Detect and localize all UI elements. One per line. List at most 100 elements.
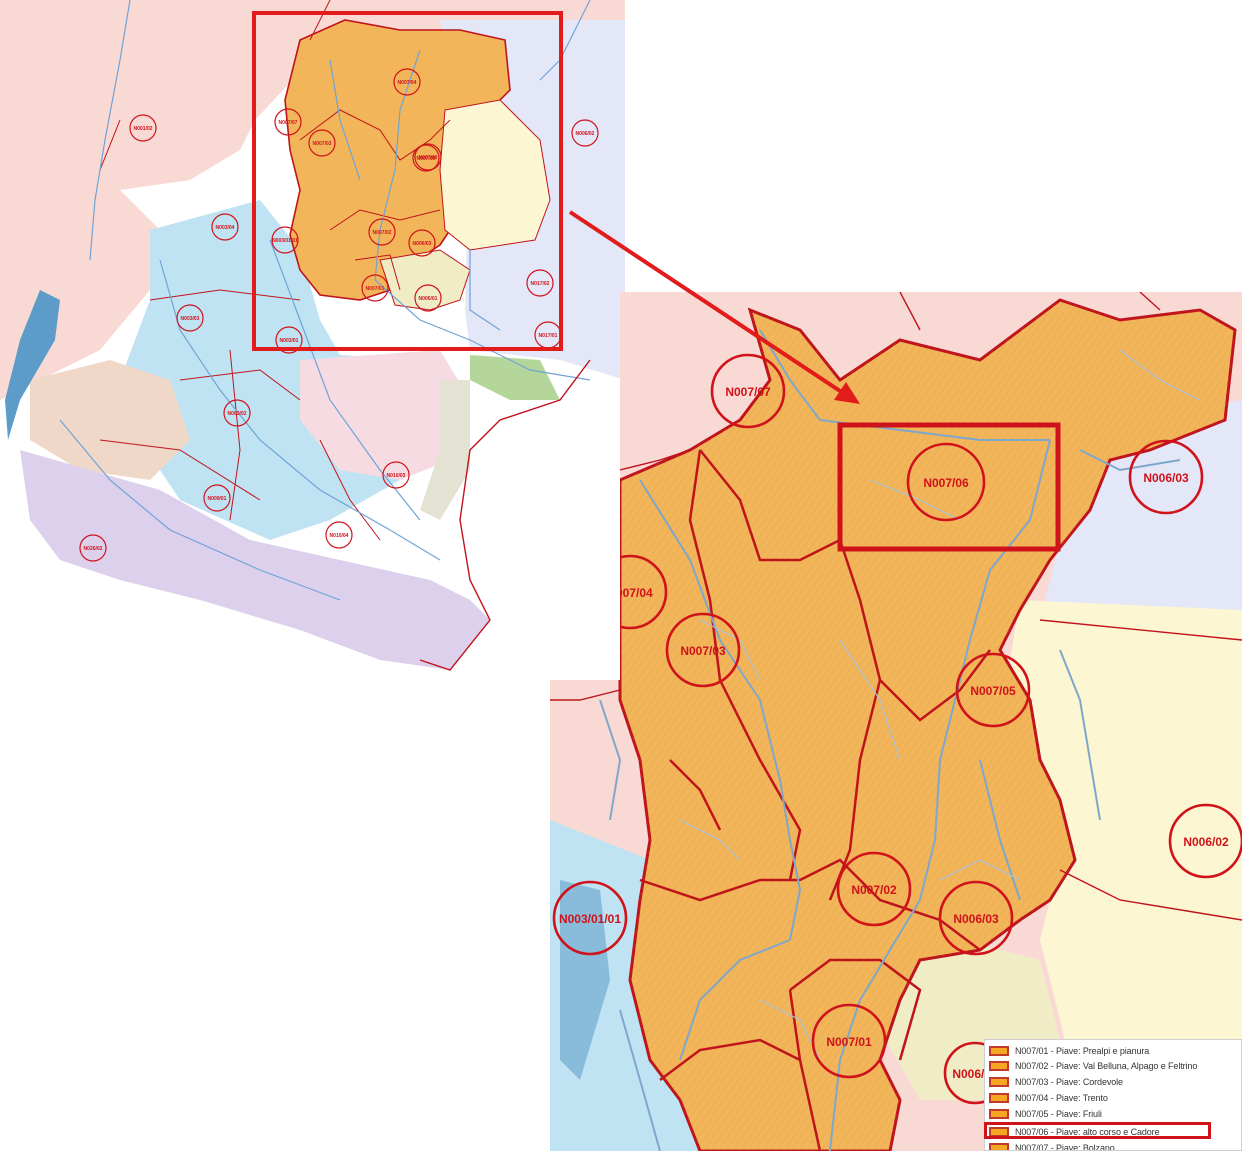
detail-zone-label: N006/02 xyxy=(1183,835,1229,849)
legend-swatch xyxy=(989,1060,1009,1071)
legend-item: N007/04 - Piave: Trento xyxy=(989,1090,1108,1105)
overview-zone-label: N003/01 xyxy=(280,338,299,344)
overview-zone-label: N009/01 xyxy=(208,496,227,502)
overview-zone-marker: N003/03 xyxy=(176,304,204,332)
legend-highlight-box xyxy=(984,1122,1211,1139)
legend-item: N007/07 - Piave: Bolzano xyxy=(989,1140,1115,1151)
overview-zone-label: N007/06 xyxy=(419,155,438,161)
detail-lake xyxy=(560,880,610,1080)
overview-zone-marker: N007/06 xyxy=(414,143,442,171)
overview-zone-marker: N006/01 xyxy=(414,284,442,312)
detail-zone-label: N003/01/01 xyxy=(559,912,621,926)
detail-zone-marker: N006/03 xyxy=(938,880,1014,956)
overview-zone-label: N026/02 xyxy=(84,546,103,552)
detail-zone-marker: N007/05 xyxy=(955,652,1031,728)
detail-zone-label: N007/07 xyxy=(725,385,771,399)
detail-zone-marker: N007/07 xyxy=(710,353,786,429)
overview-zone-label: N007/07 xyxy=(279,120,298,126)
overview-zone-label: N006/01 xyxy=(419,296,438,302)
legend-swatch xyxy=(989,1142,1009,1150)
overview-zone-label: N003/03 xyxy=(181,316,200,322)
overview-zone-marker: N007/07 xyxy=(274,108,302,136)
overview-zone-marker: N006/03 xyxy=(408,229,436,257)
overview-coast xyxy=(419,359,591,671)
overview-zone-marker: N003/04 xyxy=(211,213,239,241)
detail-zone-label: N006/03 xyxy=(953,912,999,926)
overview-zone-label: N006/02 xyxy=(576,131,595,137)
overview-zone-marker: N003/02 xyxy=(223,399,251,427)
overview-lake xyxy=(5,290,60,440)
overview-zone-marker: N007/05 xyxy=(412,144,440,172)
overview-zone-marker: N001/02 xyxy=(129,114,157,142)
legend-label: N007/04 - Piave: Trento xyxy=(1015,1092,1108,1103)
overview-region-purple xyxy=(20,450,490,670)
detail-streams xyxy=(679,349,1201,1061)
detail-zone-label: N007/05 xyxy=(970,684,1016,698)
overview-zone-marker: N007/02 xyxy=(368,218,396,246)
overview-zone-label: N003/04 xyxy=(216,225,235,231)
overview-region-pink-mid xyxy=(300,350,470,480)
detail-zone-label: N006/03 xyxy=(1143,471,1189,485)
legend-swatch xyxy=(989,1126,1009,1137)
detail-zone-marker: N003/01/01 xyxy=(552,880,628,956)
legend-swatch xyxy=(989,1092,1009,1103)
overview-zone-label: N017/02 xyxy=(531,281,550,287)
legend-item: N007/05 - Piave: Friuli xyxy=(989,1106,1102,1121)
overview-zone-marker: N010/04 xyxy=(325,521,353,549)
detail-zone-marker: N007/02 xyxy=(836,851,912,927)
overview-region-lagoon xyxy=(420,380,470,520)
legend-item: N007/03 - Piave: Cordevole xyxy=(989,1074,1123,1089)
overview-boundaries xyxy=(99,0,451,541)
overview-zone-label: N001/02 xyxy=(134,126,153,132)
legend-item: N007/01 - Piave: Prealpi e pianura xyxy=(989,1043,1149,1058)
detail-outer-boundaries xyxy=(550,292,1242,921)
detail-zone-label: N007/01 xyxy=(826,1035,872,1049)
legend-swatch xyxy=(989,1045,1009,1056)
overview-zone-marker: N007/01 xyxy=(361,274,389,302)
overview-zone-marker: N006/02 xyxy=(571,119,599,147)
detail-zone-marker: N007/01 xyxy=(811,1003,887,1079)
overview-highlight-box xyxy=(252,11,563,351)
legend-swatch xyxy=(989,1108,1009,1119)
detail-region-yellow xyxy=(1010,600,1242,1151)
detail-zone-marker: N006/03 xyxy=(1128,439,1204,515)
overview-zone-marker: N017/02 xyxy=(526,269,554,297)
legend-label: N007/06 - Piave: alto corso e Cadore xyxy=(1015,1126,1160,1137)
legend-label: N007/05 - Piave: Friuli xyxy=(1015,1108,1102,1119)
zoom-arrow xyxy=(568,210,860,404)
overview-zone-marker: N003/01 xyxy=(275,326,303,354)
detail-zone-label: N007/06 xyxy=(923,476,969,490)
overview-zone-label: N010/03 xyxy=(387,473,406,479)
overview-zone-label: N007/04 xyxy=(398,80,417,86)
detail-piave-basin xyxy=(618,298,1237,1151)
detail-highlight-box xyxy=(837,422,1061,552)
overview-zone-marker: N010/03 xyxy=(382,461,410,489)
overview-zone-label: N007/01 xyxy=(366,286,385,292)
overview-zone-label: N003/01/01 xyxy=(272,238,298,244)
legend-label: N007/01 - Piave: Prealpi e pianura xyxy=(1015,1045,1150,1056)
overview-region-yellow xyxy=(439,99,551,251)
detail-zone-marker: N006/02 xyxy=(1168,803,1242,879)
overview-zone-label: N007/02 xyxy=(373,230,392,236)
legend-item-highlighted: N007/06 - Piave: alto corso e Cadore xyxy=(989,1124,1160,1139)
overview-zone-marker: N007/04 xyxy=(393,68,421,96)
overview-zone-label: N010/04 xyxy=(330,533,349,539)
overview-region-north-pink xyxy=(0,0,625,300)
legend: N007/01 - Piave: Prealpi e pianura N007/… xyxy=(984,1039,1242,1151)
detail-boundaries xyxy=(639,449,991,1151)
legend-label: N007/07 - Piave: Bolzano xyxy=(1015,1142,1115,1151)
overview-zone-label: N007/05 xyxy=(417,156,436,162)
detail-zone-label: N007/03 xyxy=(680,644,726,658)
legend-swatch xyxy=(989,1076,1009,1087)
detail-zone-marker: N007/03 xyxy=(665,612,741,688)
detail-zone-marker: N007/06 xyxy=(906,442,986,522)
legend-label: N007/03 - Piave: Cordevole xyxy=(1015,1076,1123,1087)
overview-zone-label: N007/03 xyxy=(313,141,332,147)
overview-zone-label: N006/03 xyxy=(413,241,432,247)
overview-zone-marker: N009/01 xyxy=(203,484,231,512)
overview-zone-label: N017/01 xyxy=(539,333,558,339)
overview-zone-marker: N003/01/01 xyxy=(271,226,299,254)
